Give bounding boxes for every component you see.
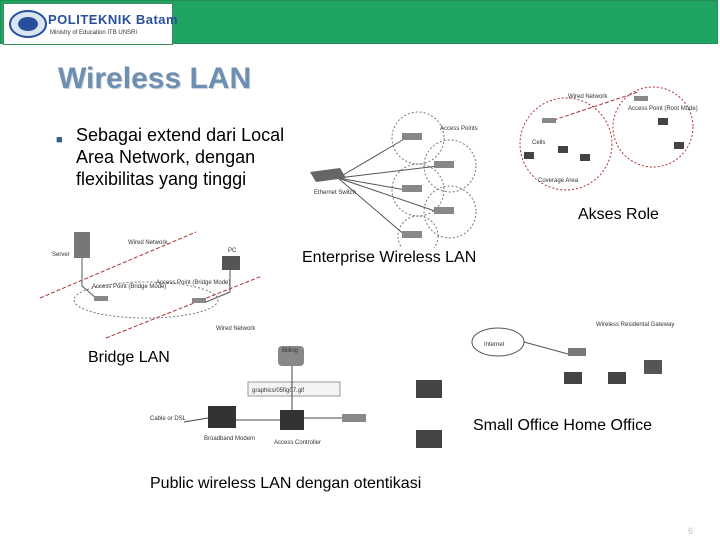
coverage-area-label: Coverage Area [538, 178, 579, 184]
broadband-modem-icon [208, 406, 236, 428]
access-point-icon [402, 133, 422, 140]
slide-title: Wireless LAN [58, 62, 252, 95]
enterprise-wlan-diagram: Access Points Ethernet Switch [310, 111, 478, 248]
access-controller-icon [280, 410, 304, 430]
page-number: 6 [688, 526, 694, 536]
header-bar: POLITEKNIK Batam Ministry of Education I… [0, 0, 718, 45]
soho-caption: Small Office Home Office [473, 417, 653, 434]
pc-label: PC [228, 248, 237, 254]
access-point-icon [542, 118, 556, 123]
public-caption: Public wireless LAN dengan otentikasi [150, 475, 422, 492]
access-point-icon [402, 185, 422, 192]
access-points-label: Access Points [440, 126, 478, 132]
gateway-label: Wireless Residental Gateway [596, 322, 674, 328]
switch-label: Ethernet Switch [314, 190, 356, 196]
laptop-icon [558, 146, 568, 153]
access-roles-diagram: Wired Network Access Point (Root Mode) C… [519, 86, 698, 191]
bullet-item: ■ Sebagai extend dari Local Area Network… [56, 124, 296, 190]
logo-subtitle: Ministry of Education ITB UNSRI [50, 30, 138, 36]
pc-icon [222, 256, 240, 270]
wired-network-label: Wired Network [568, 94, 608, 100]
institution-logo: POLITEKNIK Batam Ministry of Education I… [3, 3, 178, 45]
laptop-icon [658, 118, 668, 125]
wired-network-label-2: Wired Network [216, 326, 256, 332]
soho-diagram: Internet Wireless Residental Gateway [471, 322, 674, 384]
ap-bridge-label-2: Access Point (Bridge Mode) [156, 280, 230, 286]
public-wlan-diagram: graphics/05fig07.gif Billing Cable or DS… [150, 346, 442, 448]
laptop-icon [608, 372, 626, 384]
server-icon [74, 232, 90, 258]
access-point-label: Access Point (Root Mode) [628, 106, 698, 112]
pc-icon [644, 360, 662, 374]
laptop-icon [674, 142, 684, 149]
billing-label: Billing [282, 348, 298, 354]
ap-bridge-label: Access Point (Bridge Mode) [92, 284, 166, 290]
internet-label: Internet [484, 342, 505, 348]
laptop-icon [564, 372, 582, 384]
cable-label: Cable or DSL [150, 416, 187, 422]
access-point-icon [434, 161, 454, 168]
laptop-icon [416, 380, 442, 398]
figure-filename: graphics/05fig07.gif [252, 388, 304, 394]
logo-name: POLITEKNIK Batam [48, 12, 179, 27]
akses-role-caption: Akses Role [578, 206, 659, 223]
access-point-icon [434, 207, 454, 214]
laptop-icon [524, 152, 534, 159]
server-label: Server [52, 252, 70, 258]
controller-label: Access Controller [274, 440, 321, 446]
access-point-icon [342, 414, 366, 422]
logo-emblem-icon [9, 10, 47, 38]
access-point-icon [94, 296, 108, 301]
wired-network-label: Wired Network [128, 240, 168, 246]
laptop-icon [416, 430, 442, 448]
cells-label: Cells [532, 140, 545, 146]
bridge-lan-diagram: Server PC Wired Network Access Point (Br… [39, 231, 263, 339]
residential-gateway-icon [568, 348, 586, 356]
access-point-icon [402, 231, 422, 238]
bridge-caption: Bridge LAN [88, 349, 170, 366]
enterprise-caption: Enterprise Wireless LAN [302, 249, 477, 266]
bullet-text: Sebagai extend dari Local Area Network, … [76, 125, 285, 189]
square-bullet-icon: ■ [56, 134, 63, 146]
laptop-icon [580, 154, 590, 161]
billing-server-icon [278, 346, 304, 366]
access-point-icon [192, 298, 206, 303]
ethernet-switch-icon [310, 168, 346, 182]
modem-label: Broadband Modem [204, 436, 255, 442]
access-point-icon [634, 96, 648, 101]
